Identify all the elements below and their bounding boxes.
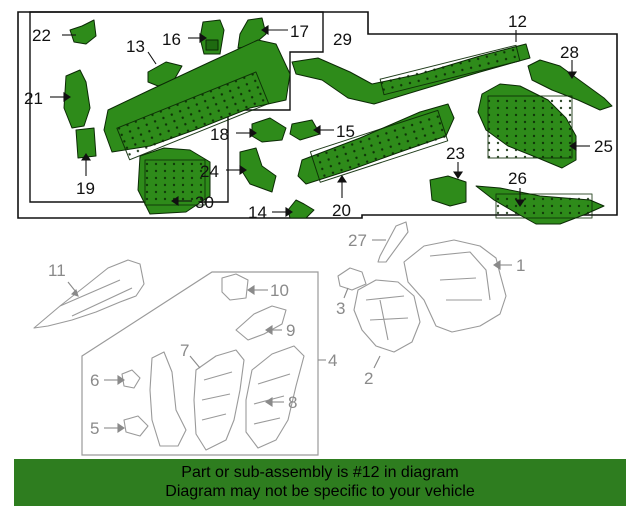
callout-9: 9 bbox=[286, 321, 295, 340]
part-6-bracket[interactable] bbox=[121, 369, 141, 389]
group-29-frame bbox=[29, 11, 324, 203]
banner-line-1: Part or sub-assembly is #12 in diagram bbox=[181, 464, 459, 481]
callout-24: 24 bbox=[200, 162, 219, 181]
callout-14: 14 bbox=[248, 203, 267, 222]
callout-13: 13 bbox=[126, 37, 145, 56]
leaders-ghost bbox=[67, 239, 512, 434]
part-19-plate[interactable] bbox=[75, 127, 97, 159]
callout-27: 27 bbox=[348, 231, 367, 250]
callout-11: 11 bbox=[48, 261, 66, 280]
ghost-parts bbox=[33, 221, 507, 451]
callout-17: 17 bbox=[290, 22, 309, 41]
part-15-plate[interactable] bbox=[289, 119, 321, 141]
callout-6: 6 bbox=[90, 371, 99, 390]
part-21-bracket[interactable] bbox=[63, 69, 91, 129]
callout-4: 4 bbox=[328, 351, 337, 370]
callout-7: 7 bbox=[180, 341, 189, 360]
callout-29: 29 bbox=[333, 30, 352, 49]
banner-line-2: Diagram may not be specific to your vehi… bbox=[165, 483, 475, 500]
callout-16: 16 bbox=[162, 30, 181, 49]
callout-2: 2 bbox=[364, 369, 373, 388]
callout-18: 18 bbox=[210, 125, 229, 144]
part-22-bracket[interactable] bbox=[69, 19, 97, 45]
callout-20: 20 bbox=[332, 201, 351, 220]
highlighted-parts bbox=[63, 17, 613, 225]
callout-23: 23 bbox=[446, 144, 465, 163]
part-9-bracket[interactable] bbox=[235, 305, 287, 341]
callout-28: 28 bbox=[560, 43, 579, 62]
callout-15: 15 bbox=[336, 122, 355, 141]
callouts-ghost: 11 27 1 3 2 10 9 4 6 7 8 5 bbox=[48, 231, 525, 438]
leaders-dark bbox=[50, 24, 590, 218]
callout-25: 25 bbox=[594, 137, 613, 156]
part-pillar[interactable] bbox=[149, 351, 187, 447]
callout-1: 1 bbox=[516, 256, 525, 275]
info-banner: Part or sub-assembly is #12 in diagram D… bbox=[14, 459, 626, 506]
part-2-apron[interactable] bbox=[353, 279, 421, 353]
callout-8: 8 bbox=[288, 393, 297, 412]
part-7-pillar[interactable] bbox=[193, 349, 245, 451]
part-3-bracket[interactable] bbox=[337, 267, 367, 291]
group-4-frame bbox=[81, 271, 319, 456]
part-28-rail-end[interactable] bbox=[527, 59, 613, 111]
part-5-bracket[interactable] bbox=[123, 415, 149, 437]
part-14-bracket[interactable] bbox=[287, 199, 315, 219]
part-1-tower[interactable] bbox=[403, 239, 507, 333]
callout-3: 3 bbox=[336, 299, 345, 318]
callout-22: 22 bbox=[32, 26, 51, 45]
callout-19: 19 bbox=[76, 179, 95, 198]
callouts-dark: 22 16 17 29 13 21 19 30 18 15 24 14 20 1… bbox=[24, 12, 613, 222]
callout-10: 10 bbox=[270, 281, 289, 300]
callout-12: 12 bbox=[508, 12, 527, 31]
callout-5: 5 bbox=[90, 419, 99, 438]
callout-21: 21 bbox=[24, 89, 43, 108]
part-18-bracket[interactable] bbox=[251, 117, 287, 143]
part-11-rail[interactable] bbox=[33, 259, 145, 329]
assembly-12-frame bbox=[17, 11, 618, 219]
part-8-reinforcement[interactable] bbox=[245, 345, 305, 449]
callout-30: 30 bbox=[195, 193, 214, 212]
callout-26: 26 bbox=[508, 169, 527, 188]
part-10-bracket[interactable] bbox=[221, 273, 249, 301]
part-27-bolt[interactable] bbox=[377, 221, 409, 263]
part-23-bracket[interactable] bbox=[429, 175, 467, 207]
